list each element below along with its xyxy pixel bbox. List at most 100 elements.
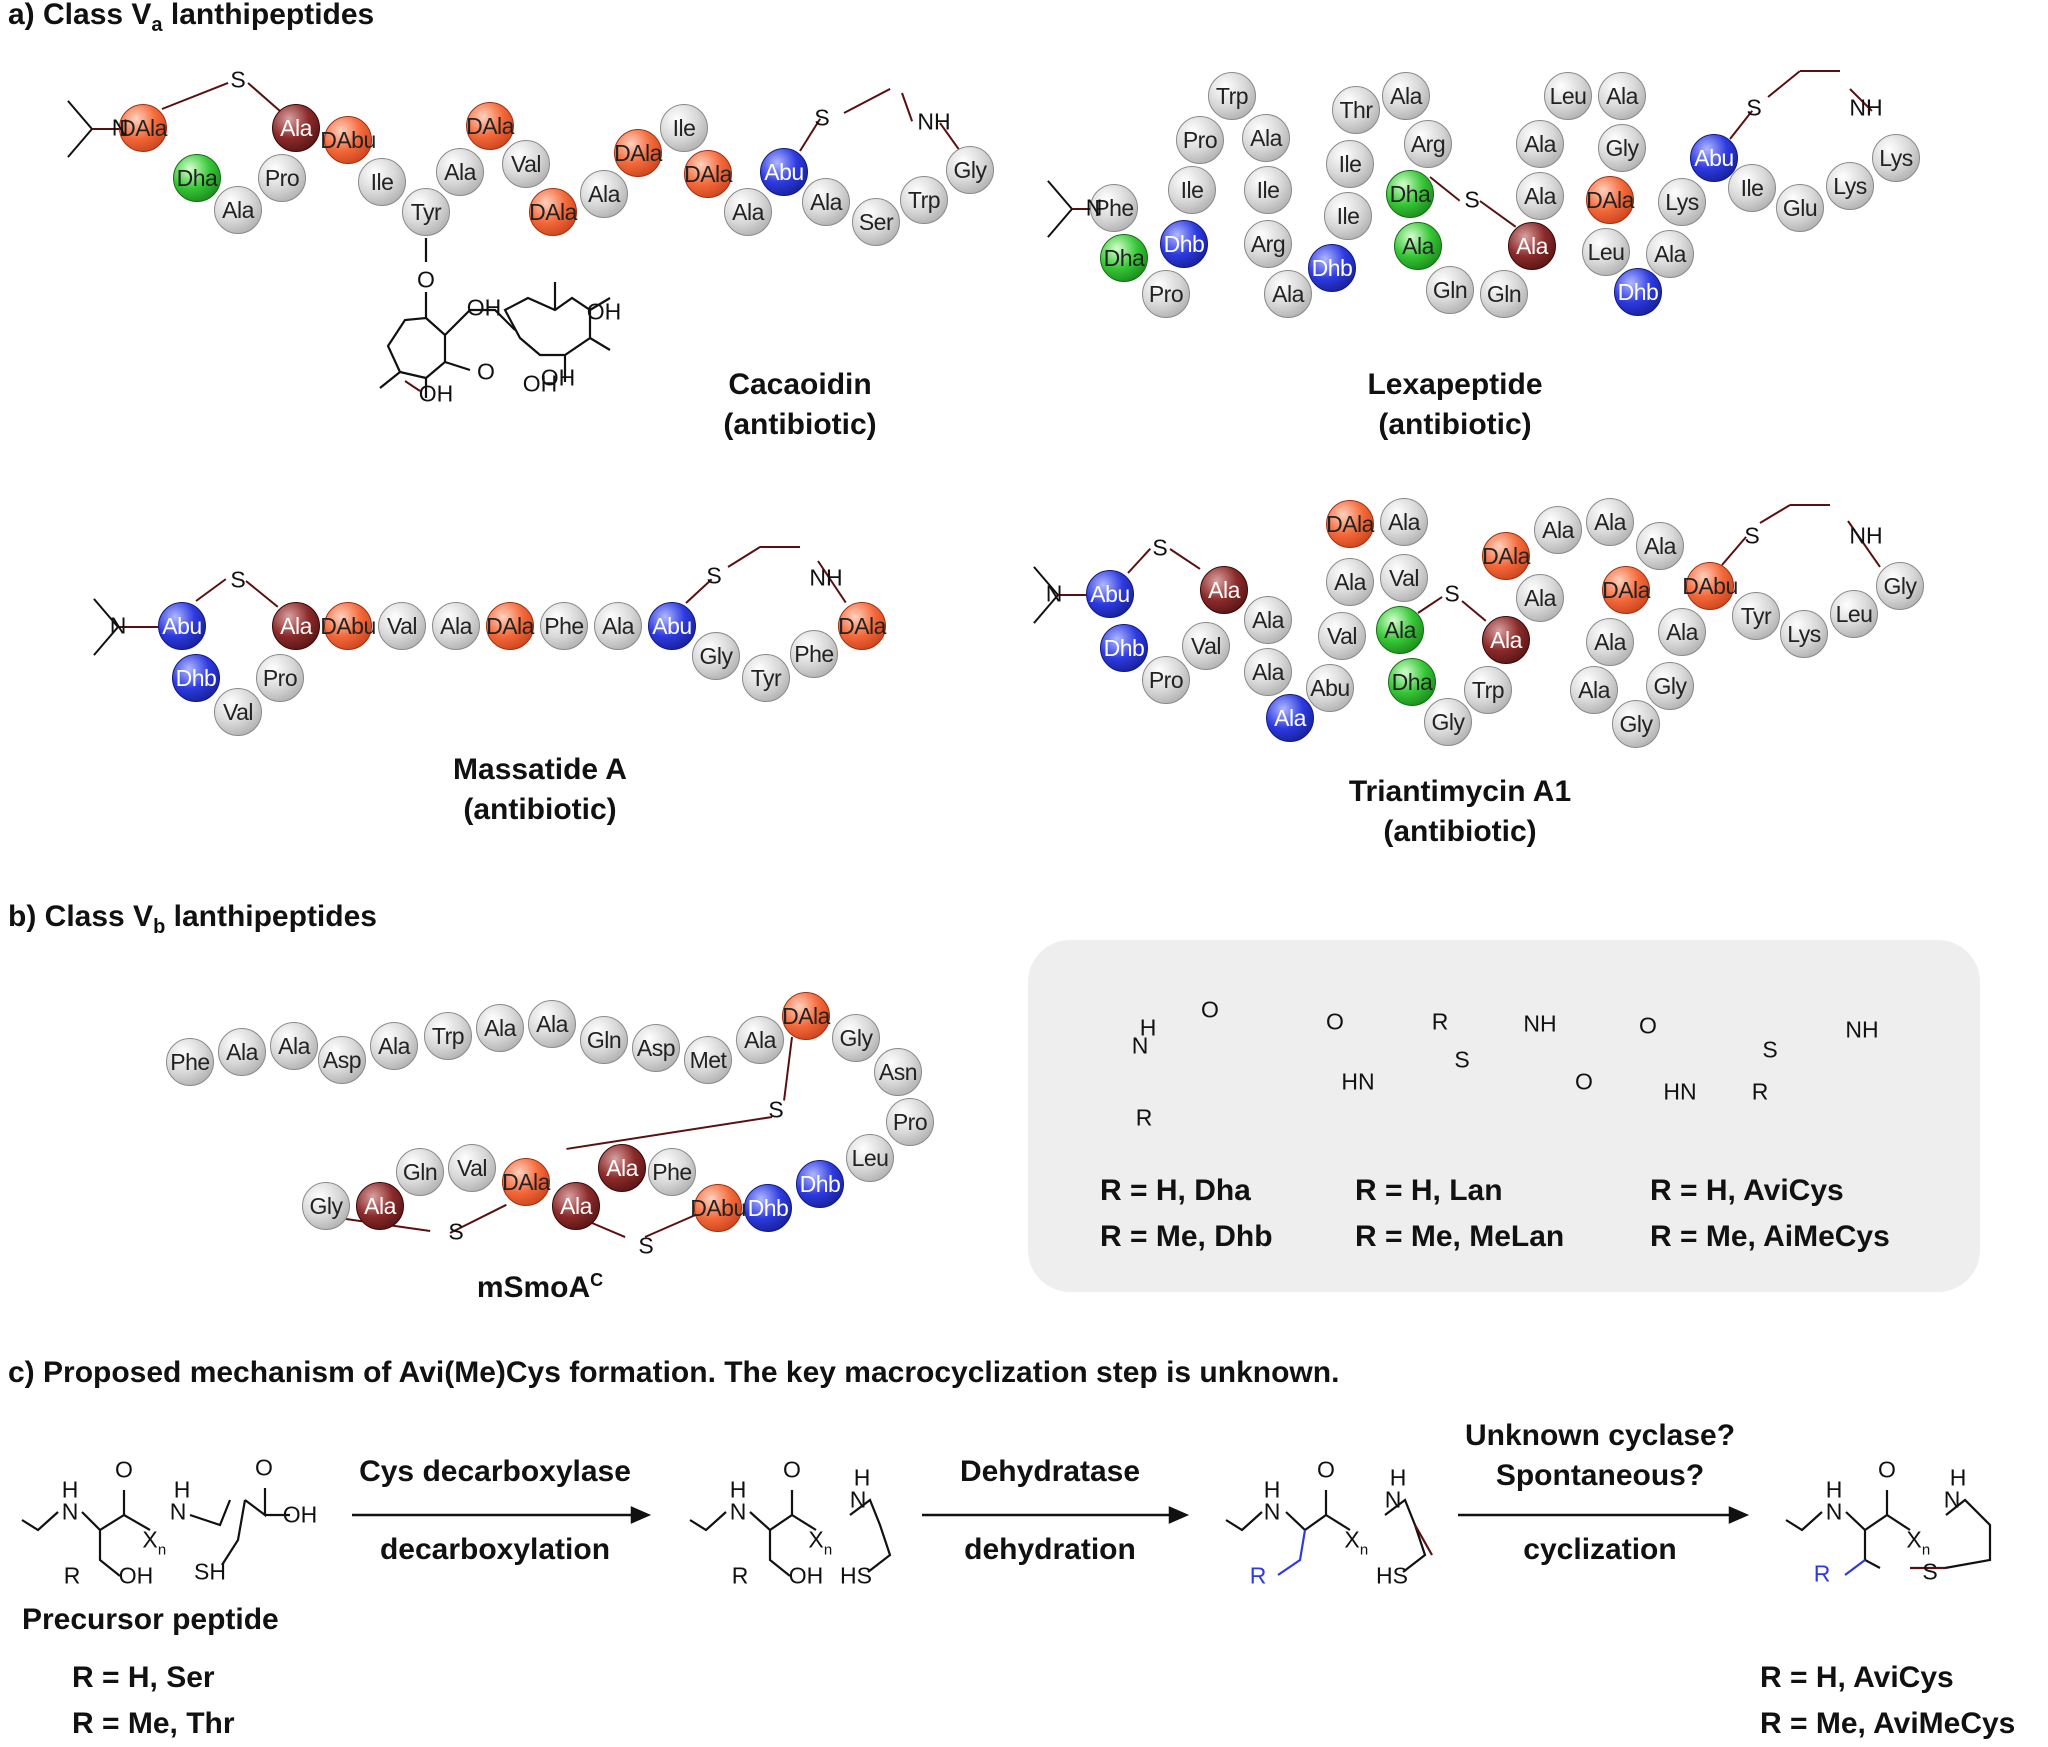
atom-label-o: O bbox=[1575, 1068, 1593, 1095]
atom-label-n: N bbox=[1085, 194, 1103, 221]
massatide-residue-dala: DAla bbox=[838, 602, 886, 650]
lexapeptide-caption: Lexapeptide(antibiotic) bbox=[1367, 368, 1543, 441]
atom-label-h: H bbox=[853, 1464, 871, 1491]
cacaoidin-caption: Cacaoidin(antibiotic) bbox=[723, 368, 877, 441]
cacaoidin-residue-ala: Ala bbox=[436, 148, 484, 196]
msmoac-residue-met: Met bbox=[684, 1036, 732, 1084]
triantimycin-residue-gly: Gly bbox=[1876, 562, 1924, 610]
atom-label-oh: OH bbox=[522, 370, 558, 397]
msmoac-residue-dhb: Dhb bbox=[744, 1184, 792, 1232]
msmoac-residue-asn: Asn bbox=[874, 1048, 922, 1096]
triantimycin-residue-pro: Pro bbox=[1142, 656, 1190, 704]
msmoac-residue-ala: Ala bbox=[528, 1000, 576, 1048]
msmoac-residue-gln: Gln bbox=[580, 1016, 628, 1064]
cacaoidin-residue-abu: Abu bbox=[760, 148, 808, 196]
massatide-residue-ala: Ala bbox=[272, 602, 320, 650]
massatide-residue-dhb: Dhb bbox=[172, 654, 220, 702]
atom-label-o: O bbox=[115, 1456, 133, 1483]
lexapeptide-residue-ala: Ala bbox=[1646, 230, 1694, 278]
lexapeptide-residue-lys: Lys bbox=[1658, 178, 1706, 226]
triantimycin-residue-val: Val bbox=[1182, 622, 1230, 670]
lexapeptide-residue-gln: Gln bbox=[1426, 266, 1474, 314]
triantimycin-residue-ala: Ala bbox=[1482, 616, 1530, 664]
atom-label-r-blue: R bbox=[1813, 1560, 1831, 1587]
atom-label-h: H bbox=[173, 1476, 191, 1503]
massatide-residue-ala: Ala bbox=[432, 602, 480, 650]
lexapeptide-residue-ala: Ala bbox=[1382, 72, 1430, 120]
lexapeptide-residue-ile: Ile bbox=[1168, 166, 1216, 214]
atom-label-nh: NH bbox=[809, 564, 843, 591]
msmoac-residue-ala: Ala bbox=[552, 1182, 600, 1230]
massatide-residue-pro: Pro bbox=[256, 654, 304, 702]
cacaoidin-residue-gly: Gly bbox=[946, 146, 994, 194]
lexapeptide-residue-ala: Ala bbox=[1264, 270, 1312, 318]
cacaoidin-residue-val: Val bbox=[502, 140, 550, 188]
triantimycin-residue-leu: Leu bbox=[1830, 590, 1878, 638]
atom-label-oh: OH bbox=[466, 294, 502, 321]
massatide-residue-dabu: DAbu bbox=[320, 602, 376, 650]
atom-label-s: S bbox=[448, 1218, 464, 1245]
atom-label-h: H bbox=[1263, 1476, 1281, 1503]
triantimycin-residue-ala: Ala bbox=[1326, 558, 1374, 606]
lexapeptide-residue-pro: Pro bbox=[1176, 116, 1224, 164]
msmoac-residue-dhb: Dhb bbox=[796, 1160, 844, 1208]
massatide-residue-abu: Abu bbox=[648, 602, 696, 650]
triantimycin-residue-val: Val bbox=[1380, 554, 1428, 602]
triantimycin-residue-ala: Ala bbox=[1376, 606, 1424, 654]
lexapeptide-residue-pro: Pro bbox=[1142, 270, 1190, 318]
atom-label-o: O bbox=[1201, 996, 1219, 1023]
atom-label-s: S bbox=[638, 1232, 654, 1259]
atom-label-n: n bbox=[1359, 1541, 1369, 1559]
atom-label-r: R bbox=[1751, 1078, 1769, 1105]
atom-label-h: H bbox=[1139, 1014, 1157, 1041]
atom-label-oh: OH bbox=[118, 1562, 154, 1589]
atom-label-o: O bbox=[1639, 1012, 1657, 1039]
step1-reaction: decarboxylation bbox=[379, 1533, 611, 1566]
lexapeptide-residue-ala: Ala bbox=[1394, 222, 1442, 270]
atom-label-oh: OH bbox=[418, 380, 454, 407]
triantimycin-residue-dala: DAla bbox=[1482, 532, 1530, 580]
msmoac-residue-pro: Pro bbox=[886, 1098, 934, 1146]
lexapeptide-residue-dhb: Dhb bbox=[1614, 268, 1662, 316]
lexapeptide-residue-lys: Lys bbox=[1826, 162, 1874, 210]
triantimycin-residue-ala: Ala bbox=[1570, 666, 1618, 714]
triantimycin-residue-dabu: DAbu bbox=[1682, 562, 1738, 610]
atom-label-nh: NH bbox=[1849, 522, 1883, 549]
step3-reaction: cyclization bbox=[1523, 1533, 1677, 1566]
cacaoidin-residue-dala: DAla bbox=[466, 102, 514, 150]
bond-line bbox=[760, 546, 800, 548]
lexapeptide-residue-thr: Thr bbox=[1332, 86, 1380, 134]
atom-label-h: H bbox=[61, 1476, 79, 1503]
atom-label-x: X bbox=[142, 1526, 158, 1553]
atom-label-s: S bbox=[1152, 534, 1168, 561]
triantimycin-residue-ala: Ala bbox=[1534, 506, 1582, 554]
lexapeptide-residue-leu: Leu bbox=[1582, 228, 1630, 276]
msmoac-residue-gln: Gln bbox=[396, 1148, 444, 1196]
atom-label-x: X bbox=[1344, 1526, 1360, 1553]
lexapeptide-residue-dha: Dha bbox=[1386, 170, 1434, 218]
msmoac-residue-ala: Ala bbox=[270, 1022, 318, 1070]
atom-label-x: X bbox=[808, 1526, 824, 1553]
msmoac-residue-phe: Phe bbox=[166, 1038, 214, 1086]
lexapeptide-residue-ala: Ala bbox=[1516, 172, 1564, 220]
triantimycin-residue-dhb: Dhb bbox=[1100, 624, 1148, 672]
atom-label-r: R bbox=[1431, 1008, 1449, 1035]
msmoac-residue-gly: Gly bbox=[302, 1182, 350, 1230]
lexapeptide-residue-glu: Glu bbox=[1776, 184, 1824, 232]
cacaoidin-residue-ala: Ala bbox=[802, 178, 850, 226]
msmoac-residue-ala: Ala bbox=[736, 1016, 784, 1064]
atom-label-h: H bbox=[729, 1476, 747, 1503]
triantimycin-caption: Triantimycin A1(antibiotic) bbox=[1348, 775, 1572, 848]
massatide-residue-tyr: Tyr bbox=[742, 654, 790, 702]
msmoac-residue-ala: Ala bbox=[356, 1182, 404, 1230]
cacaoidin-residue-dala: DAla bbox=[119, 104, 167, 152]
msmoac-residue-gly: Gly bbox=[832, 1014, 880, 1062]
lexapeptide-residue-ala: Ala bbox=[1598, 72, 1646, 120]
msmoac-residue-val: Val bbox=[448, 1144, 496, 1192]
triantimycin-residue-val: Val bbox=[1318, 612, 1366, 660]
